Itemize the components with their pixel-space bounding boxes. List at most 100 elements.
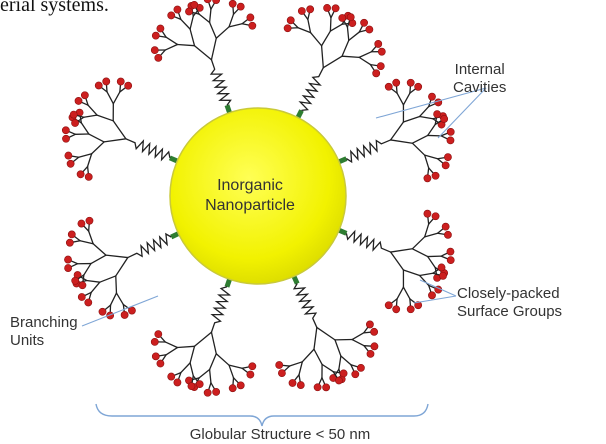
surface-group: [187, 382, 196, 391]
dendron-stem: [210, 59, 216, 70]
branch-line: [322, 55, 343, 69]
branch-line: [301, 348, 315, 363]
surface-group: [335, 376, 343, 385]
bracket-line: [95, 403, 429, 427]
branch-line: [424, 232, 439, 238]
branch-line: [189, 28, 196, 47]
surface-group: [66, 159, 75, 168]
branch-line: [208, 353, 217, 371]
surface-group: [248, 362, 257, 371]
surface-group: [414, 301, 423, 310]
branch-line: [313, 326, 318, 350]
branch-line: [90, 254, 107, 265]
top-cut-text: erial systems.: [0, 0, 109, 16]
branch-line: [358, 56, 372, 66]
spacer-chain: [298, 75, 322, 112]
branch-line: [351, 332, 365, 341]
branch-line: [321, 363, 334, 373]
branch-line: [208, 368, 212, 384]
branching-units-label: Branching Units: [10, 314, 78, 350]
surface-group: [431, 212, 440, 221]
dendron-stem: [380, 139, 392, 145]
branch-line: [165, 36, 179, 46]
branch-line: [180, 18, 191, 30]
surface-group: [446, 256, 455, 265]
branch-line: [298, 361, 303, 376]
branch-line: [411, 236, 426, 250]
surface-group: [444, 230, 452, 239]
dendron-stem: [127, 252, 138, 259]
surface-group: [374, 40, 383, 48]
branch-line: [87, 230, 94, 245]
branch-line: [215, 353, 230, 366]
surface-group: [446, 247, 455, 256]
surface-group: [372, 69, 381, 78]
size-caption: Globular Structure < 50 nm: [189, 426, 371, 443]
branch-line: [87, 104, 98, 116]
branching-units-line1: Branching: [10, 314, 78, 331]
surface-group: [154, 330, 163, 339]
dendron-stem: [125, 138, 136, 144]
branch-line: [389, 248, 414, 253]
branch-line: [198, 368, 211, 379]
branch-line: [320, 30, 332, 47]
core-label: Inorganic Nanoparticle: [180, 176, 320, 216]
surface-group: [248, 21, 257, 30]
branch-line: [78, 153, 93, 158]
branch-line: [115, 292, 125, 306]
branch-line: [297, 27, 312, 34]
surface-group: [346, 13, 355, 22]
surface-group: [423, 174, 432, 183]
branch-line: [419, 115, 434, 120]
branch-line: [411, 134, 429, 144]
surface-group: [173, 5, 182, 14]
surface-group: [84, 298, 93, 307]
branch-line: [329, 23, 343, 32]
branch-line: [193, 331, 213, 347]
surface-group: [120, 311, 129, 319]
branch-line: [165, 346, 179, 356]
surface-group: [296, 381, 305, 389]
surface-group: [275, 361, 284, 369]
branch-line: [424, 154, 430, 169]
branch-line: [309, 31, 323, 47]
surface-group: [437, 263, 446, 272]
surface-group: [203, 388, 212, 397]
branch-line: [115, 256, 129, 277]
surface-group: [124, 81, 133, 90]
dendron-stem: [210, 322, 216, 333]
surface-group: [306, 5, 315, 14]
surface-group: [360, 18, 368, 27]
surface-group: [440, 115, 449, 123]
internal-cavities-line2: Cavities: [453, 79, 507, 96]
callout-lines: [81, 87, 487, 327]
branch-line: [228, 364, 243, 369]
surface-group: [65, 238, 74, 247]
surface-group: [406, 78, 415, 87]
spacer-chain: [210, 286, 232, 324]
branch-line: [411, 248, 429, 258]
dendron-stem: [318, 67, 324, 78]
surface-group: [76, 170, 85, 179]
surface-group: [236, 381, 245, 390]
surface-group: [151, 352, 160, 361]
surface-group: [331, 4, 340, 13]
branch-line: [316, 326, 336, 341]
surface-group: [173, 378, 182, 387]
branch-line: [176, 345, 196, 349]
branch-line: [164, 341, 179, 349]
surface-group: [297, 7, 306, 15]
branch-line: [208, 21, 217, 39]
surface-group: [203, 0, 212, 4]
surface-groups-pointer: [413, 295, 457, 304]
branching-units-pointer: [81, 295, 159, 327]
branch-line: [346, 26, 350, 42]
surface-group: [414, 82, 423, 91]
surface-group: [80, 91, 89, 100]
branch-line: [99, 275, 117, 283]
branch-line: [164, 43, 179, 51]
surface-group: [167, 11, 176, 20]
branch-line: [396, 92, 405, 106]
surface-group: [77, 219, 86, 228]
surface-group: [77, 293, 86, 301]
